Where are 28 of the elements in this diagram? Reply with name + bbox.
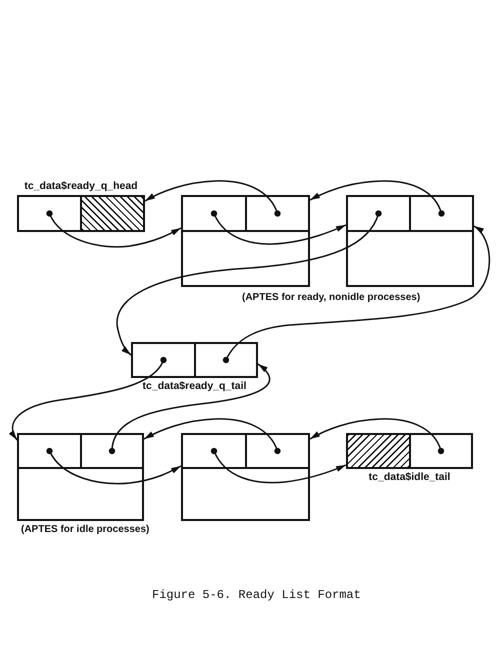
pointer-arrow bbox=[46, 210, 182, 248]
variable-name: tc_data$idle_tail bbox=[368, 471, 450, 483]
pointer-cell bbox=[131, 342, 196, 378]
pointer-arrow bbox=[144, 180, 281, 217]
pointer-arrow bbox=[144, 418, 281, 454]
pointer-arrow bbox=[310, 418, 444, 454]
record-box bbox=[346, 195, 474, 287]
pointer-arrow bbox=[310, 180, 445, 217]
pointer-cell bbox=[17, 195, 82, 232]
pointer-arrow bbox=[222, 225, 490, 364]
group-caption: (APTES for ready, nonidle processes) bbox=[242, 291, 420, 304]
hatched-cell bbox=[346, 433, 411, 469]
pointer-arrow bbox=[116, 210, 382, 356]
pointer-arrow bbox=[108, 363, 270, 454]
record-box bbox=[17, 433, 144, 521]
pointer-arrow bbox=[46, 448, 182, 484]
pointer-arrow bbox=[210, 210, 346, 245]
hatched-cell bbox=[80, 195, 145, 232]
pointer-cell bbox=[409, 433, 473, 469]
group-caption: (APTES for idle processes) bbox=[21, 523, 150, 536]
pointer-arrow bbox=[210, 448, 346, 484]
pointer-arrow bbox=[9, 356, 167, 440]
record-box bbox=[181, 195, 310, 287]
variable-name: tc_data$ready_q_tail bbox=[142, 380, 246, 392]
figure-caption: Figure 5-6. Ready List Format bbox=[152, 588, 361, 602]
variable-name: tc_data$ready_q_head bbox=[24, 180, 138, 192]
pointer-cell bbox=[194, 342, 258, 378]
record-box bbox=[181, 433, 310, 521]
